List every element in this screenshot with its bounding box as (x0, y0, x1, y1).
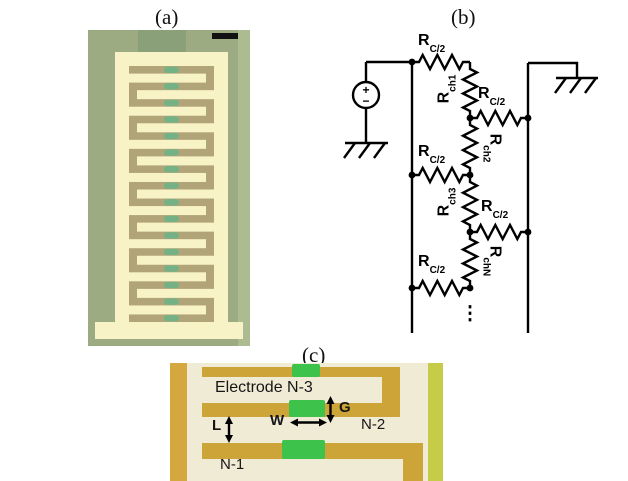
resistor-network (412, 52, 528, 298)
semiconductor-patch-3 (282, 440, 325, 459)
length-dimension-label: L (212, 417, 222, 434)
resistor-label-rc-3: RC/2 (418, 143, 446, 167)
r-base: R (418, 253, 430, 270)
resistor-label-rchN: RchN (480, 245, 504, 277)
panel-b-letter: (b) (451, 5, 476, 29)
r-base: R (418, 32, 430, 49)
panel-b-circuit: + − RC/2 RC/2 RC/2 RC/2 RC/2 Rch1 Rch2 R… (330, 25, 628, 340)
continuation-ellipsis: ⋮ (460, 303, 480, 325)
r-sub: ch1 (447, 74, 459, 92)
r-base: R (486, 245, 504, 258)
electrode-n3-label: Electrode N-3 (215, 379, 313, 396)
resistor-label-rc-1: RC/2 (418, 32, 446, 56)
right-ground-wire (528, 61, 579, 78)
r-sub: C/2 (429, 265, 446, 277)
channel-dots (164, 66, 179, 322)
panel-c-micrograph: Electrode N-3 G W L N-2 N-1 (170, 363, 443, 481)
r-base: R (435, 204, 453, 217)
circuit-schematic (343, 52, 598, 333)
resistor-label-rch3: Rch3 (435, 188, 458, 217)
junction-dots (408, 58, 532, 292)
panel-a-letter: (a) (155, 5, 179, 29)
resistor-label-rc-5: RC/2 (418, 253, 446, 277)
left-ground-icon (343, 141, 388, 159)
source-plus-sign: + (362, 83, 370, 97)
gap-dimension-label: G (339, 399, 351, 416)
electrode-metal (95, 52, 243, 339)
r-base: R (418, 143, 430, 160)
r-sub: C/2 (429, 155, 446, 167)
gap-turnaround-2 (403, 443, 423, 481)
resistor-label-rc-4: RC/2 (481, 198, 509, 222)
right-ground-icon (554, 76, 598, 94)
panel-a-micrograph (88, 30, 250, 346)
electrode-n1-label: N-1 (220, 456, 245, 473)
r-base: R (435, 91, 453, 104)
r-base: R (481, 198, 493, 215)
electrode-n2-label: N-2 (361, 416, 386, 433)
width-dimension-label: W (270, 412, 285, 429)
r-sub: C/2 (429, 44, 446, 56)
scale-bar (212, 33, 238, 39)
semiconductor-patch-2 (289, 400, 325, 417)
r-sub: ch2 (480, 145, 492, 163)
r-sub: chN (480, 257, 492, 277)
semiconductor-patch-1 (292, 364, 320, 377)
left-gap-bar (170, 363, 187, 481)
r-sub: ch3 (447, 187, 459, 205)
panel-c-letter: (c) (302, 343, 326, 367)
dimension-arrows (225, 396, 335, 443)
resistor-label-rch1: Rch1 (435, 75, 458, 104)
source-minus-sign: − (362, 94, 370, 108)
r-base: R (486, 133, 504, 146)
r-base: R (478, 85, 490, 102)
r-sub: C/2 (489, 97, 506, 109)
right-edge-band (428, 363, 443, 481)
resistor-label-rc-2: RC/2 (478, 85, 506, 109)
interdigitated-electrode-image (88, 30, 250, 346)
r-sub: C/2 (492, 210, 509, 222)
resistor-label-rch2: Rch2 (480, 133, 504, 163)
